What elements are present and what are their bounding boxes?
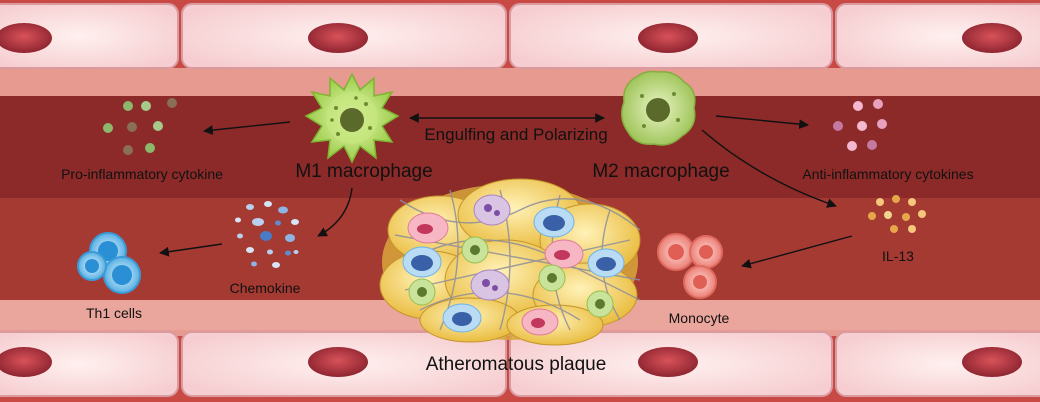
chemokine-label: Chemokine — [229, 280, 301, 296]
engulfing-label: Engulfing and Polarizing — [424, 125, 608, 144]
endothelial-nucleus — [308, 23, 368, 53]
il13-label: IL-13 — [882, 248, 914, 264]
endothelium-top — [0, 3, 1040, 69]
pro-inflammatory-label: Pro-inflammatory cytokine — [61, 166, 223, 182]
m1-macrophage-label: M1 macrophage — [295, 161, 433, 182]
anti-inflammatory-label: Anti-inflammatory cytokines — [802, 166, 974, 182]
m2-macrophage-icon — [621, 70, 696, 146]
th1-cells-icon — [77, 232, 141, 294]
pro-inflammatory-cytokine-icon — [103, 98, 177, 155]
endothelial-nucleus — [638, 23, 698, 53]
chemokine-icon — [235, 201, 299, 268]
endothelium-bottom — [0, 331, 1040, 397]
endothelial-nucleus — [0, 23, 52, 53]
arrows — [159, 113, 853, 269]
endothelial-nucleus — [308, 347, 368, 377]
monocyte-icon — [657, 233, 723, 299]
il13-icon — [868, 195, 926, 233]
m2-to-cytokine-arrow — [715, 115, 809, 130]
chemokine-to-th1-arrow — [159, 243, 223, 257]
m2-macrophage-label: M2 macrophage — [592, 161, 730, 182]
m1-to-chemokine-arrow — [317, 187, 353, 237]
th1-cells-label: Th1 cells — [85, 305, 143, 321]
endothelial-nucleus — [638, 347, 698, 377]
plaque-cells — [402, 194, 625, 336]
anti-inflammatory-cytokine-icon — [833, 99, 887, 151]
plaque-icon — [379, 178, 641, 346]
m1-macrophage-icon — [304, 72, 400, 164]
plaque-label: Atheromatous plaque — [425, 354, 607, 375]
il13-to-monocyte-arrow — [741, 235, 853, 269]
endothelial-nucleus — [0, 347, 52, 377]
endothelial-nucleus — [962, 23, 1022, 53]
monocyte-label: Monocyte — [668, 310, 730, 326]
m1-to-cytokine-arrow — [203, 121, 291, 135]
endothelial-nucleus — [962, 347, 1022, 377]
m2-to-il13-arrow — [701, 129, 837, 208]
